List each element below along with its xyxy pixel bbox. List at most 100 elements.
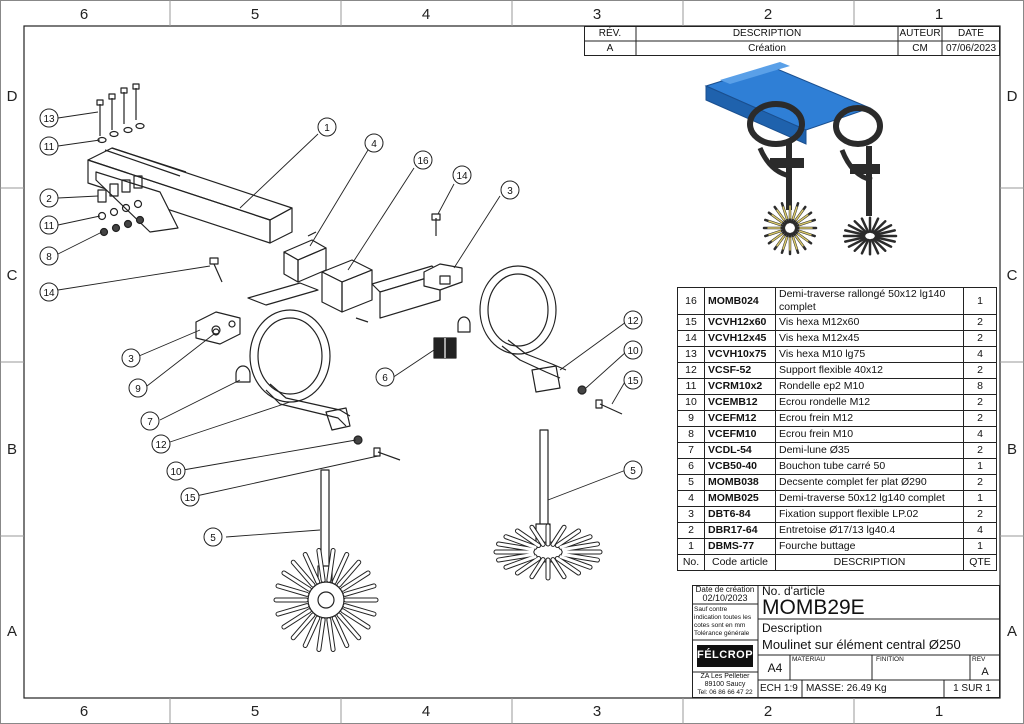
- star-tine: [768, 220, 782, 226]
- star-tine: [559, 535, 592, 549]
- part-fixation-support: [423, 263, 463, 300]
- tolerance-line: indication toutes les: [694, 614, 752, 621]
- iso-star-wheel-right: [842, 216, 898, 256]
- bom-cell-no: 9: [677, 410, 705, 427]
- col-label-bottom: 3: [593, 703, 601, 720]
- part-vis-hexa: [96, 83, 623, 461]
- rev-header-author: AUTEUR: [899, 28, 941, 39]
- star-tine: [327, 618, 335, 651]
- bom-cell-qty: 4: [963, 426, 997, 443]
- star-tine: [327, 549, 335, 582]
- callout-balloon: 10: [166, 461, 186, 481]
- tolerance-line: Sauf contre: [694, 606, 728, 613]
- bom-cell-description: Rondelle ep2 M10: [775, 378, 964, 395]
- callout-balloon: 5: [203, 527, 223, 547]
- callout-balloon: 10: [623, 340, 643, 360]
- part-demi-lune-right: [457, 316, 471, 333]
- date-label: Date de création: [695, 585, 755, 594]
- balloon-number: 5: [210, 533, 216, 544]
- bom-cell-no: 15: [677, 314, 705, 331]
- bom-cell-code: DBR17-64: [704, 522, 776, 539]
- part-demi-traverse-rallonge: [321, 259, 441, 323]
- balloon-number: 10: [627, 346, 639, 357]
- balloon-number: 9: [135, 384, 141, 395]
- isometric-render: [704, 62, 883, 216]
- balloon-number: 7: [147, 417, 153, 428]
- part-fixation-support-left: [195, 311, 241, 345]
- callout-balloon: 13: [39, 108, 59, 128]
- sheet-format: A4: [767, 661, 783, 675]
- col-label-top: 1: [935, 6, 943, 23]
- star-tine: [343, 584, 376, 596]
- rev-value-author: CM: [912, 43, 928, 54]
- rev-value-date: 07/06/2023: [945, 43, 997, 54]
- bom-cell-description: Ecrou rondelle M12: [775, 394, 964, 411]
- col-label-bottom: 5: [251, 703, 259, 720]
- star-tine: [317, 549, 325, 582]
- callout-balloon: 15: [623, 370, 643, 390]
- balloon-number: 11: [44, 221, 55, 232]
- star-tine: [337, 560, 361, 587]
- col-label-bottom: 2: [764, 703, 772, 720]
- star-tine: [768, 230, 782, 236]
- bom-cell-code: VCDL-54: [704, 442, 776, 459]
- rev-header-description: DESCRIPTION: [732, 28, 802, 39]
- bom-cell-no: 10: [677, 394, 705, 411]
- star-tine: [847, 237, 867, 248]
- bom-cell-no: 6: [677, 458, 705, 475]
- star-tine: [873, 237, 893, 248]
- star-tine: [303, 616, 320, 647]
- callout-balloon: 2: [39, 188, 59, 208]
- star-tine: [792, 206, 798, 220]
- row-label-right: C: [1007, 267, 1018, 284]
- bom-cell-description: Demi-traverse 50x12 lg140 complet: [775, 490, 964, 507]
- star-tine: [282, 609, 311, 629]
- bom-cell-code: VCEMB12: [704, 394, 776, 411]
- star-tine: [798, 220, 812, 226]
- callout-balloon: 11: [39, 215, 59, 235]
- star-tine: [795, 209, 804, 221]
- star-tine: [497, 552, 535, 562]
- bom-cell-description: Ecrou frein M10: [775, 426, 964, 443]
- balloon-number: 6: [382, 373, 388, 384]
- bom-cell-code: MOMB024: [704, 287, 776, 315]
- star-tine: [515, 556, 541, 575]
- rev-value-rev: A: [606, 43, 614, 54]
- callout-balloon: 7: [140, 411, 160, 431]
- star-tine: [515, 529, 541, 548]
- col-label-top: 5: [251, 6, 259, 23]
- row-label-right: A: [1007, 623, 1017, 640]
- star-tine: [276, 604, 309, 616]
- star-tine: [341, 609, 370, 629]
- callout-balloon: 12: [151, 434, 171, 454]
- bom-cell-code: VCEFM12: [704, 410, 776, 427]
- sheet-number: 1 SUR 1: [953, 683, 991, 694]
- star-tine: [872, 238, 887, 252]
- part-demi-traverse: [247, 231, 327, 306]
- address-line: 89100 Saucy: [704, 681, 746, 688]
- col-label-bottom: 6: [80, 703, 88, 720]
- bom-cell-description: Fourche buttage: [775, 538, 964, 555]
- row-label-left: C: [7, 267, 18, 284]
- star-tine: [303, 553, 320, 584]
- star-tine: [530, 558, 545, 579]
- bom-cell-description: Bouchon tube carré 50: [775, 458, 964, 475]
- tolerance-line: Tolérance générale: [694, 630, 750, 637]
- balloon-number: 15: [184, 493, 196, 504]
- star-tine: [561, 542, 599, 552]
- star-tine: [337, 613, 361, 640]
- callout-balloon: 4: [364, 133, 384, 153]
- col-label-top: 2: [764, 6, 772, 23]
- article-label: No. d'article: [762, 585, 825, 598]
- bom-cell-qty: 2: [963, 474, 997, 491]
- star-tine: [282, 571, 311, 591]
- star-tine: [797, 214, 809, 223]
